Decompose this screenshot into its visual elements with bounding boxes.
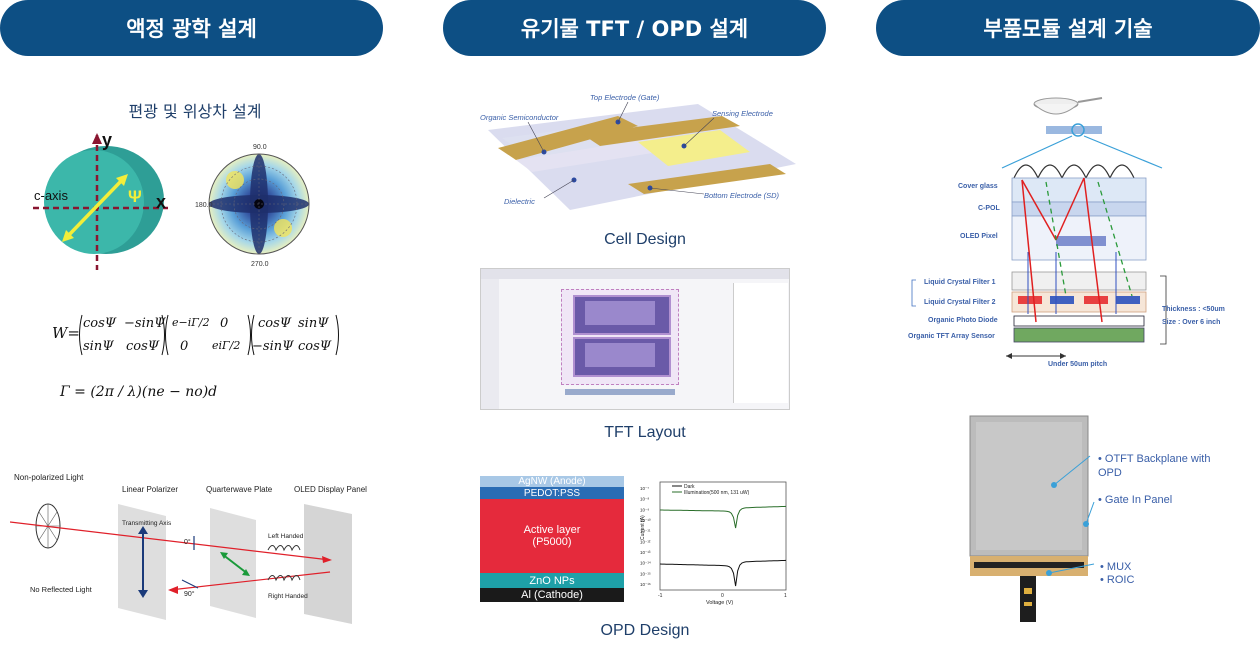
psi-label: Ψ — [128, 187, 142, 206]
polar-left-label: 180.0 — [195, 202, 213, 209]
series-dark — [659, 559, 787, 587]
m2-b: 0 — [220, 316, 229, 331]
y-tick-label: 10⁻⁸ — [640, 497, 649, 502]
cell-design-diagram: Top Electrode (Gate) Organic Semiconduct… — [480, 93, 796, 210]
m3-a: cosΨ — [258, 316, 292, 331]
tft-layout-screenshot — [480, 268, 790, 410]
circular-polarizer-diagram: Non-polarized Light Linear Polarizer Tra… — [10, 473, 367, 624]
layer-zno: ZnO NPs — [480, 573, 624, 588]
y-axis-label: y — [102, 130, 112, 150]
eq-w: W= — [52, 324, 80, 342]
layer-pedot: PEDOT:PSS — [480, 487, 624, 499]
otft-panel-image — [969, 415, 1095, 622]
y-tick-label: 10⁻¹² — [640, 539, 651, 544]
sensor-stack-diagram: Cover glass C-POL OLED Pixel Liquid Crys… — [908, 97, 1225, 368]
label-top-electrode: Top Electrode (Gate) — [590, 93, 660, 102]
header-lc-optics-label: 액정 광학 설계 — [126, 17, 257, 41]
label-dielectric: Dielectric — [504, 197, 535, 206]
x-tick-label: 0 — [721, 593, 724, 599]
lc-molecule-diagram: y x c-axis Ψ — [33, 130, 168, 270]
m3-c: −sinΨ — [252, 339, 294, 354]
label-pitch: Under 50um pitch — [1048, 361, 1107, 368]
layer-agnw: AgNW (Anode) — [480, 476, 624, 487]
y-tick-label: 10⁻¹⁴ — [640, 561, 651, 566]
retardation-equation: Γ = (2π / λ)(ne − no)d — [60, 384, 218, 400]
polar-plot: 90.0 180.0 270.0 — [195, 144, 310, 268]
header-module: 부품모듈 설계 기술 — [876, 0, 1260, 56]
oled-panel-plate — [304, 504, 352, 624]
m1-b: −sinΨ — [124, 316, 166, 331]
m3-d: cosΨ — [298, 339, 332, 354]
label-mux: • MUX — [1100, 561, 1132, 573]
tft-layout-caption: TFT Layout — [604, 424, 686, 441]
c-axis-label: c-axis — [34, 188, 68, 203]
label-roic: • ROIC — [1100, 574, 1135, 586]
label-thickness: Thickness : <50um — [1162, 306, 1225, 313]
transmitting-label: Transmitting Axis — [122, 520, 172, 527]
oled-label: OLED Display Panel — [294, 485, 367, 494]
series-illumination — [660, 505, 787, 529]
quarter-label: Quarterwave Plate — [206, 485, 273, 494]
label-sensing: Sensing Electrode — [712, 109, 773, 118]
y-tick-label: 10⁻¹¹ — [640, 529, 651, 534]
nonpol-label: Non-polarized Light — [14, 473, 84, 482]
header-lc-optics: 액정 광학 설계 — [0, 0, 383, 56]
label-lcf1: Liquid Crystal Filter 1 — [924, 279, 996, 286]
opd-iv-chart: Dark Illumination(500 nm, 131 uW) 10⁻⁷10… — [640, 481, 787, 606]
polar-top-label: 90.0 — [253, 144, 267, 151]
m3-b: sinΨ — [298, 316, 329, 331]
layer-active: Active layer (P5000) — [480, 499, 624, 573]
y-tick-label: 10⁻¹⁵ — [640, 571, 651, 576]
left-handed-label: Left Handed — [268, 533, 304, 540]
label-size: Size : Over 6 inch — [1162, 319, 1220, 326]
x-axis-label: x — [156, 192, 166, 212]
opd-layer-stack: AgNW (Anode) PEDOT:PSS Active layer (P50… — [480, 476, 624, 602]
header-otft-opd-label: 유기물 TFT / OPD 설계 — [520, 17, 749, 41]
label-bottom-electrode: Bottom Electrode (SD) — [704, 191, 780, 200]
ylabel: Current (A) — [640, 515, 646, 540]
m2-a: e−iΓ/2 — [172, 316, 210, 329]
label-lcf2: Liquid Crystal Filter 2 — [924, 299, 996, 306]
jones-equation: W= cosΨ −sinΨ sinΨ cosΨ e−iΓ/2 0 0 eiΓ/2… — [52, 312, 342, 360]
m1-a: cosΨ — [83, 316, 117, 331]
polar-bottom-label: 270.0 — [251, 261, 269, 268]
y-tick-label: 10⁻⁹ — [640, 507, 649, 512]
label-otft-sensor: Organic TFT Array Sensor — [908, 333, 995, 340]
y-tick-label: 10⁻⁷ — [640, 486, 649, 491]
x-tick-label: -1 — [658, 593, 663, 599]
polarization-subtitle: 편광 및 위상차 설계 — [128, 102, 262, 121]
legend-illum: Illumination(500 nm, 131 uW) — [684, 490, 750, 496]
layer-al: Al (Cathode) — [480, 588, 624, 602]
label-cpol: C-POL — [978, 205, 1001, 212]
label-oled-pixel: OLED Pixel — [960, 233, 998, 240]
header-module-label: 부품모듈 설계 기술 — [983, 17, 1153, 41]
y-tick-label: 10⁻¹⁶ — [640, 582, 651, 587]
label-osc: Organic Semiconductor — [480, 113, 559, 122]
label-cover-glass: Cover glass — [958, 183, 998, 190]
m1-c: sinΨ — [83, 339, 114, 354]
x-tick-label: 1 — [784, 593, 787, 599]
linear-label: Linear Polarizer — [122, 485, 178, 494]
m2-c: 0 — [180, 339, 189, 354]
right-handed-label: Right Handed — [268, 593, 308, 600]
legend-dark: Dark — [684, 484, 695, 490]
m2-d: eiΓ/2 — [212, 339, 241, 352]
deg0-label: 0° — [184, 538, 191, 546]
m1-d: cosΨ — [126, 339, 160, 354]
label-otft-backplane: • OTFT Backplane with OPD — [1098, 453, 1211, 479]
cell-design-caption: Cell Design — [604, 231, 686, 248]
opd-design-caption: OPD Design — [600, 622, 690, 639]
label-gate-in-panel: • Gate In Panel — [1098, 494, 1173, 506]
no-reflect-label: No Reflected Light — [30, 585, 93, 594]
label-opd: Organic Photo Diode — [928, 317, 998, 324]
header-otft-opd: 유기물 TFT / OPD 설계 — [443, 0, 826, 56]
y-tick-label: 10⁻¹⁰ — [640, 518, 651, 523]
xlabel: Voltage (V) — [706, 600, 733, 606]
y-tick-label: 10⁻¹³ — [640, 550, 651, 555]
deg90-label: 90° — [184, 590, 195, 598]
